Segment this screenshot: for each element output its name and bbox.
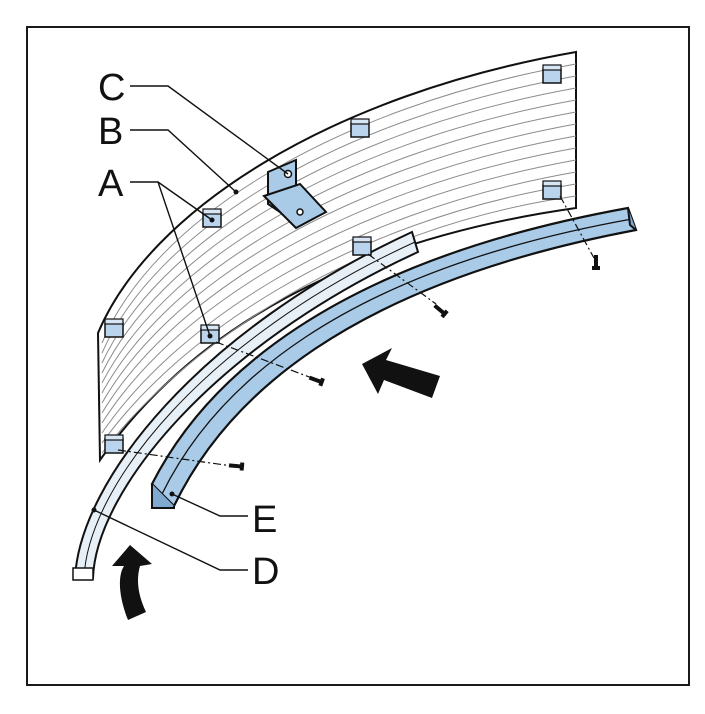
callout-e: E bbox=[252, 499, 277, 541]
direction-arrows bbox=[112, 348, 440, 620]
screw bbox=[228, 461, 245, 471]
alignment-lines bbox=[117, 195, 595, 467]
leader-lines bbox=[93, 85, 289, 571]
outer-rail-e bbox=[150, 206, 638, 509]
mounting-bracket-c bbox=[262, 158, 328, 230]
callout-a: A bbox=[98, 163, 124, 205]
leader-dots bbox=[91, 189, 239, 513]
screw bbox=[308, 373, 325, 387]
clip-bracket bbox=[104, 318, 124, 338]
clip-bracket bbox=[350, 118, 370, 138]
clip-bracket bbox=[352, 236, 372, 256]
inner-rail-d bbox=[72, 230, 420, 581]
curved-arrow-icon bbox=[112, 545, 152, 620]
callout-c: C bbox=[98, 67, 125, 109]
clip-bracket bbox=[542, 64, 562, 84]
curved-panel bbox=[96, 50, 577, 464]
callout-b: B bbox=[98, 111, 123, 153]
figure-frame bbox=[26, 26, 690, 686]
callout-d: D bbox=[252, 551, 279, 593]
straight-arrow-icon bbox=[362, 348, 440, 398]
screw bbox=[432, 302, 449, 319]
clip-bracket bbox=[542, 180, 562, 200]
